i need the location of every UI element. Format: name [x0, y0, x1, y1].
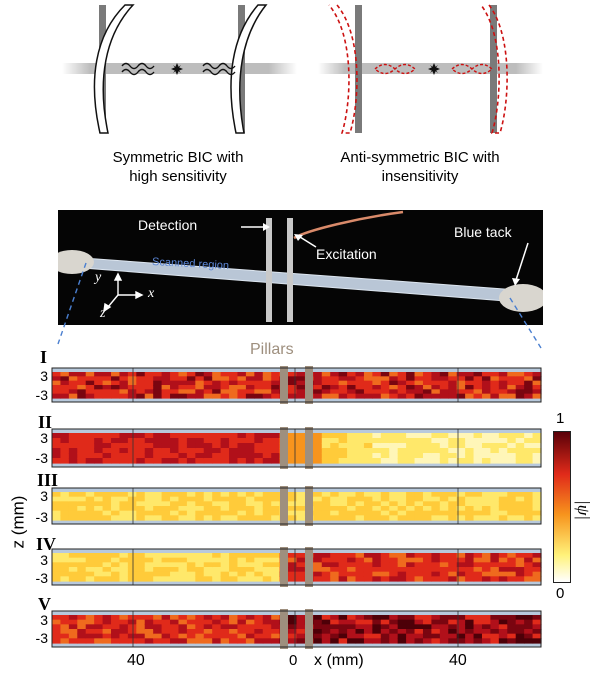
ytick-top-III: 3 — [40, 488, 48, 504]
right-caption: Anti-symmetric BIC with insensitivity — [320, 148, 520, 186]
map-pillar — [280, 609, 288, 649]
left-caption: Symmetric BIC with high sensitivity — [88, 148, 268, 186]
row-label-V: V — [38, 594, 51, 614]
map-row-3 — [51, 486, 542, 526]
right-pillar-2 — [490, 5, 497, 133]
right-caption-line1: Anti-symmetric BIC with — [340, 149, 500, 166]
ytick-bottom-II: -3 — [35, 450, 48, 466]
map-pillar — [305, 609, 313, 649]
colorbar-max: 1 — [556, 410, 565, 427]
colorbar — [553, 431, 571, 583]
ytick-bottom-V: -3 — [35, 630, 48, 646]
map-pillar — [280, 366, 288, 404]
map-pillar — [305, 427, 313, 469]
ytick-top-I: 3 — [40, 368, 48, 384]
right-curve-1 — [328, 4, 358, 134]
xtick-right: 40 — [449, 652, 467, 669]
map-row-4 — [51, 547, 542, 587]
photo-tack-left — [58, 250, 94, 274]
map-row-2 — [51, 427, 542, 469]
xtick-center: 0 — [289, 652, 298, 669]
axis-z-label: z — [100, 306, 106, 321]
symmetric-bic-schematic — [62, 4, 297, 134]
photo-pillar-1 — [266, 218, 272, 322]
map-row-5 — [51, 609, 542, 649]
photo-pillar-2 — [287, 218, 293, 322]
x-axis-label: x (mm) — [314, 652, 364, 669]
left-caption-line2: high sensitivity — [129, 168, 227, 185]
axis-x-label: x — [148, 286, 155, 301]
row-label-I: I — [40, 347, 48, 367]
left-curve-1 — [93, 4, 135, 134]
ytick-bottom-III: -3 — [35, 509, 48, 525]
label-detection: Detection — [138, 217, 198, 233]
photo-tack-right — [499, 284, 543, 312]
map-pillar — [280, 427, 288, 469]
ytick-bottom-IV: -3 — [35, 570, 48, 586]
right-caption-line2: insensitivity — [381, 168, 459, 185]
map-pillar — [280, 486, 288, 526]
left-curve-2 — [230, 4, 268, 134]
colorbar-min: 0 — [556, 585, 565, 602]
pillars-label: Pillars — [250, 341, 294, 358]
axis-icon — [103, 272, 144, 313]
axis-y-label: y — [95, 270, 102, 285]
row-label-II: II — [38, 412, 53, 432]
ytick-top-IV: 3 — [40, 552, 48, 568]
row-label-IV: IV — [36, 534, 57, 554]
schematics-svg — [62, 4, 543, 134]
map-row-1 — [51, 366, 542, 404]
row-label-III: III — [37, 470, 59, 490]
left-source-icon — [171, 63, 183, 75]
right-pillar-1 — [355, 5, 362, 133]
right-curve-2 — [480, 4, 508, 134]
xtick-left: 40 — [127, 652, 145, 669]
map-pillar — [305, 547, 313, 587]
map-pillar — [305, 366, 313, 404]
map-pillar — [280, 547, 288, 587]
colorbar-label: |ψ| — [573, 500, 593, 520]
photo-svg — [58, 210, 543, 322]
label-excitation: Excitation — [316, 246, 377, 262]
map-pillar — [305, 486, 313, 526]
ytick-bottom-I: -3 — [35, 387, 48, 403]
ytick-top-II: 3 — [40, 430, 48, 446]
z-axis-label: z (mm) — [8, 495, 28, 549]
left-caption-line1: Symmetric BIC with — [112, 149, 244, 166]
right-source-icon — [428, 63, 440, 75]
ytick-top-V: 3 — [40, 612, 48, 628]
antisymmetric-bic-schematic — [318, 4, 543, 134]
label-blue-tack: Blue tack — [454, 224, 512, 240]
